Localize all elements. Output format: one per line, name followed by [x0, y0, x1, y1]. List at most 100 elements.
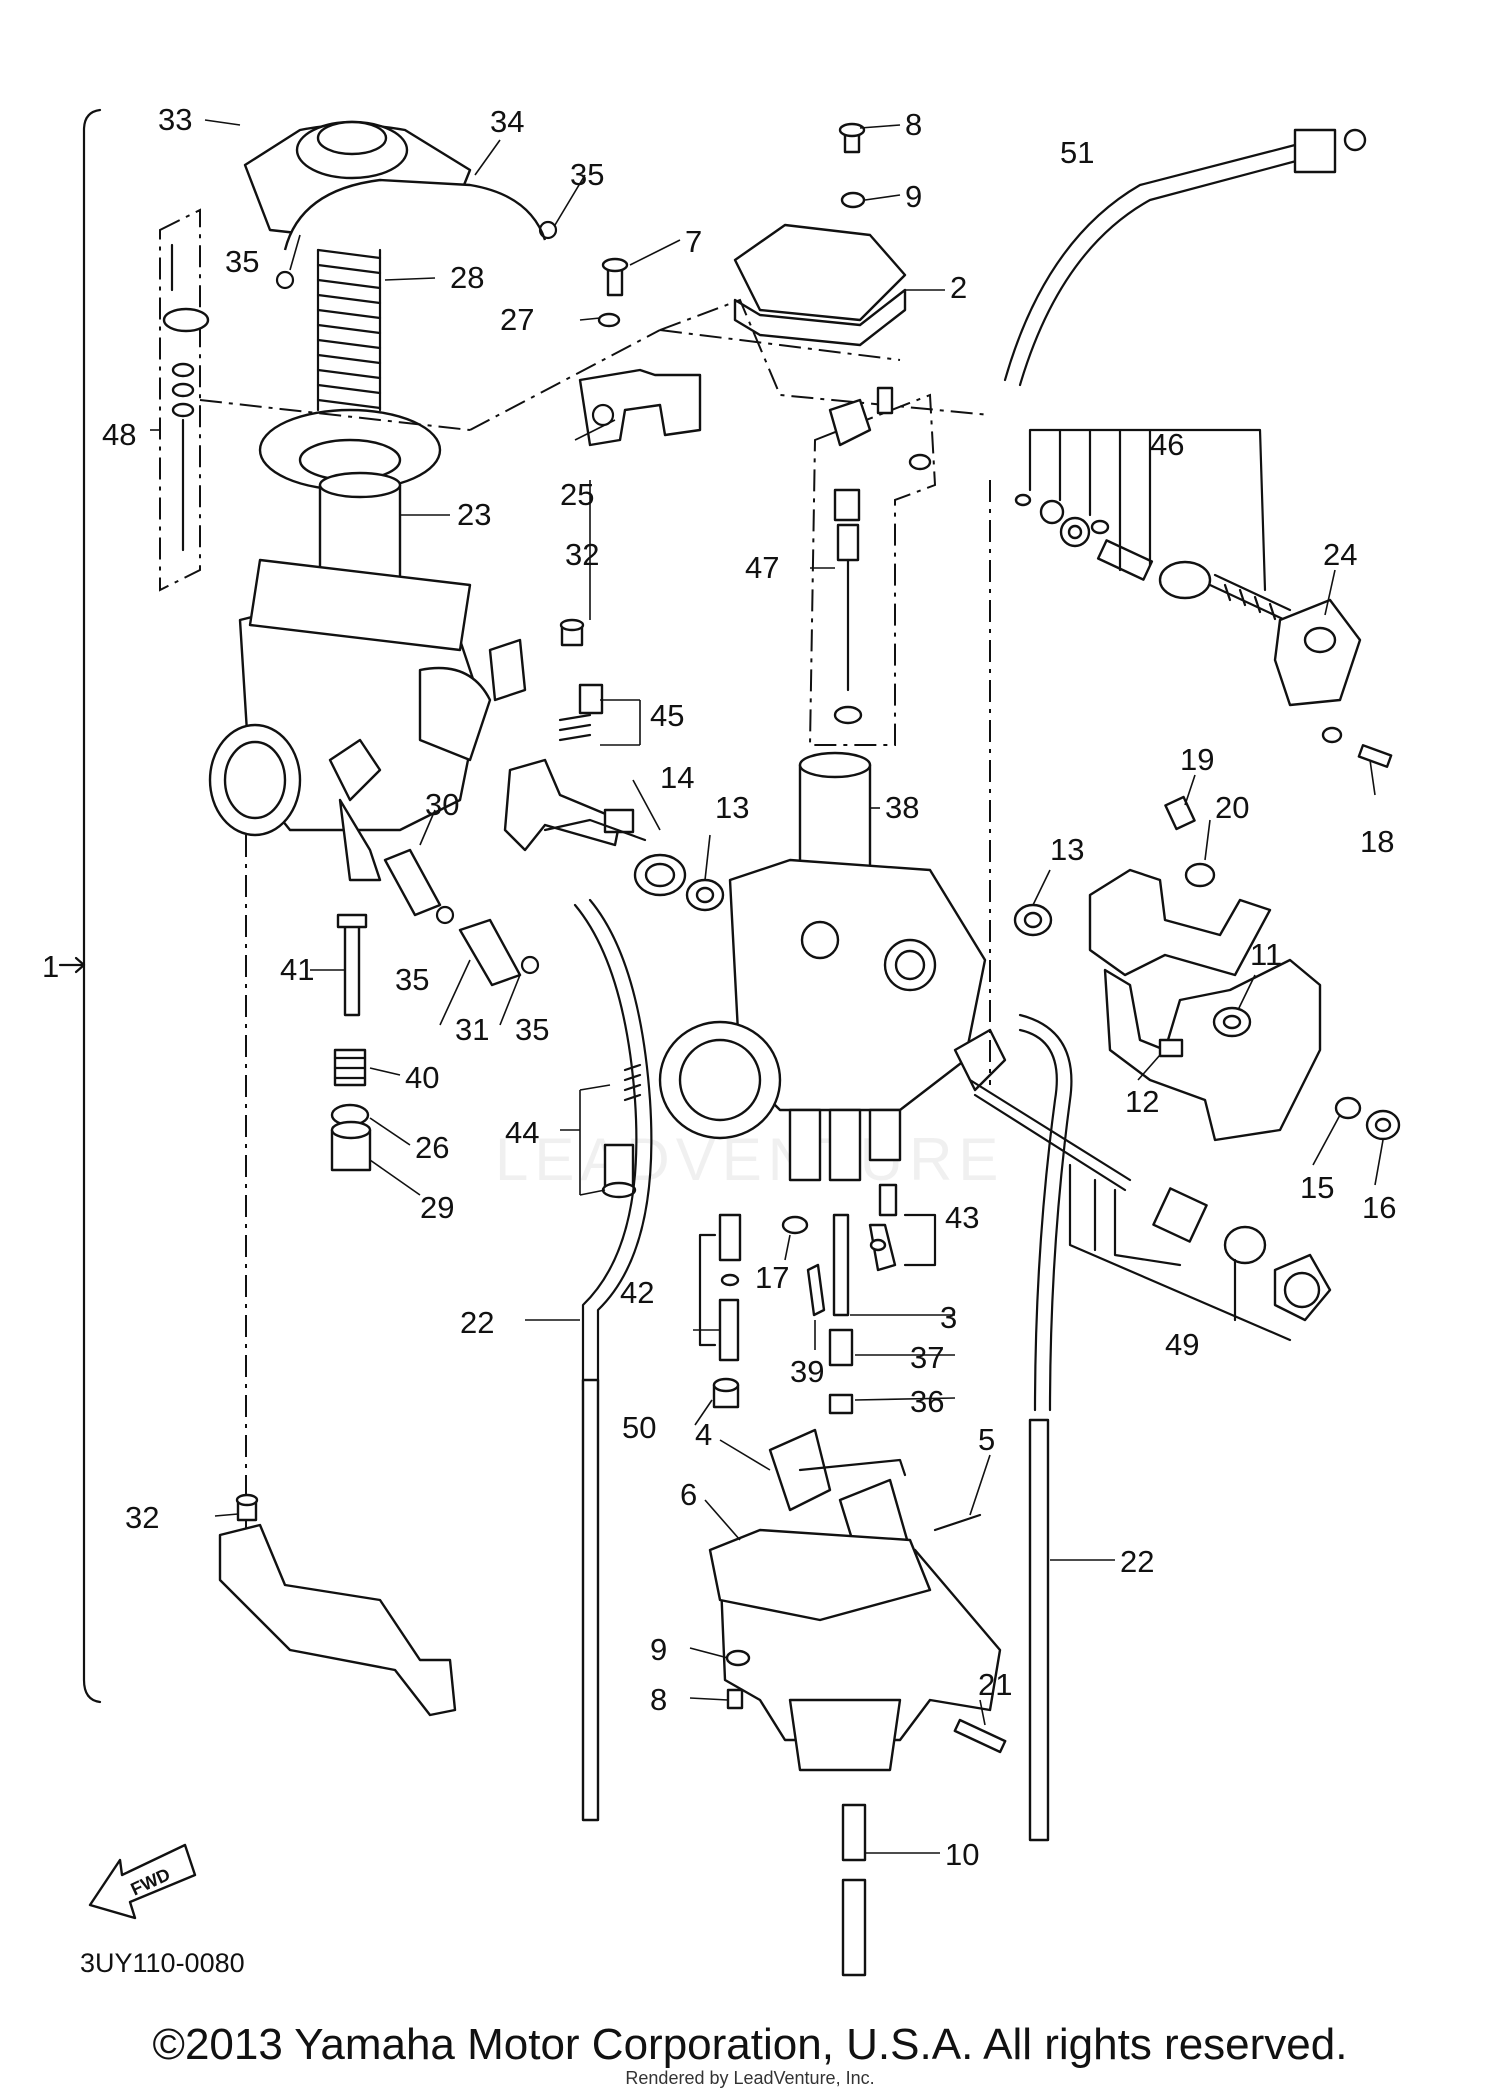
callout-6: 6	[680, 1477, 697, 1512]
callout-48: 48	[102, 417, 136, 452]
callout-40: 40	[405, 1060, 439, 1095]
callout-42: 42	[620, 1275, 654, 1310]
hose-10-part	[841, 1803, 867, 1977]
pilot-screw-39-part	[806, 1263, 826, 1317]
callout-32: 32	[125, 1500, 159, 1535]
screw-7-part	[601, 257, 629, 297]
screw-41-part	[336, 913, 368, 1017]
hose-22-right-part	[1018, 1013, 1073, 1842]
nut-20-part	[1184, 862, 1216, 888]
leader-line	[543, 818, 647, 842]
callout-47: 47	[745, 550, 779, 585]
callout-45: 45	[650, 698, 684, 733]
screw-32-part	[235, 1493, 259, 1522]
screw-9-lower-part	[725, 1649, 751, 1667]
leader-lines	[150, 119, 1384, 1854]
callout-44: 44	[505, 1115, 539, 1150]
callout-12: 12	[1125, 1084, 1159, 1119]
callout-14: 14	[660, 760, 694, 795]
choke-plunger-part	[968, 1078, 1332, 1322]
bracket-plate-part	[1088, 868, 1322, 1142]
carburetor-body-left	[208, 558, 492, 882]
choke-parts-46	[1014, 493, 1292, 622]
callout-22: 22	[1120, 1544, 1154, 1579]
callout-29: 29	[420, 1190, 454, 1225]
washer-15-part	[1334, 1096, 1362, 1120]
callout-27: 27	[500, 302, 534, 337]
mounting-bracket-part	[218, 1523, 457, 1717]
nut-16-part	[1365, 1109, 1401, 1141]
callout-24: 24	[1323, 537, 1357, 572]
callout-35: 35	[570, 157, 604, 192]
callout-32: 32	[565, 537, 599, 572]
callout-49: 49	[1165, 1327, 1199, 1362]
callout-41: 41	[280, 952, 314, 987]
callout-17: 17	[755, 1260, 789, 1295]
callout-21: 21	[978, 1667, 1012, 1702]
callout-31: 31	[455, 1012, 489, 1047]
lever-25-part	[578, 368, 702, 447]
bushing-13-right-part	[1013, 903, 1053, 937]
watermark: LEADVENTURE	[495, 1126, 1004, 1193]
callout-51: 51	[1060, 135, 1094, 170]
callout-35: 35	[395, 962, 429, 997]
callout-8: 8	[905, 107, 922, 142]
clip-parts	[275, 220, 558, 975]
screw-12-part	[1158, 1038, 1184, 1058]
callout-15: 15	[1300, 1170, 1334, 1205]
callout-20: 20	[1215, 790, 1249, 825]
callout-26: 26	[415, 1130, 449, 1165]
washer-9-top-part	[840, 191, 866, 209]
drain-screw-21-part	[953, 1718, 1007, 1754]
copyright-notice: ©2013 Yamaha Motor Corporation, U.S.A. A…	[152, 2020, 1348, 2069]
hose-31-part	[458, 918, 522, 987]
screw-8-top-part	[838, 122, 866, 154]
callout-30: 30	[425, 787, 459, 822]
callout-35: 35	[515, 1012, 549, 1047]
diaphragm-part	[258, 408, 442, 492]
callout-36: 36	[910, 1384, 944, 1419]
plug-50-part	[712, 1377, 740, 1409]
callout-11: 11	[1250, 937, 1282, 972]
callout-4: 4	[695, 1417, 712, 1452]
screw-18-part	[1357, 744, 1393, 768]
spring-part	[316, 248, 382, 412]
needle-set-part	[159, 208, 210, 592]
callout-37: 37	[910, 1340, 944, 1375]
callout-38: 38	[885, 790, 919, 825]
breather-hose-part	[283, 178, 547, 251]
needle-jet-3-part	[832, 1213, 850, 1317]
throttle-shaft-part	[503, 758, 635, 852]
valve-set-47-part	[808, 386, 937, 746]
screw-19-part	[1164, 795, 1196, 831]
callout-35: 35	[225, 244, 259, 279]
callout-7: 7	[685, 224, 702, 259]
callout-16: 16	[1362, 1190, 1396, 1225]
cover-2-part	[733, 223, 907, 347]
callout-19: 19	[1180, 742, 1214, 777]
plug-29-part	[330, 1120, 372, 1172]
callout-13: 13	[1050, 832, 1084, 867]
callout-23: 23	[457, 497, 491, 532]
cable-51-part	[1003, 128, 1367, 387]
callout-9: 9	[650, 1632, 667, 1667]
callout-50: 50	[622, 1410, 656, 1445]
carburetor-body-main	[658, 751, 1007, 1182]
washer-11-part	[1212, 1006, 1252, 1038]
callout-46: 46	[1150, 427, 1184, 462]
plate-part	[488, 638, 527, 702]
assembly-bracket	[58, 108, 102, 1704]
callout-43: 43	[945, 1200, 979, 1235]
hose-30-part	[383, 848, 442, 917]
diagram-code: 3UY110-0080	[80, 1948, 245, 1978]
plug-36-part	[828, 1393, 854, 1415]
hose-22-left-part	[573, 898, 653, 1822]
screw-8-lower-part	[726, 1688, 744, 1710]
leader-line	[1028, 428, 1267, 592]
pin-5-part	[933, 1513, 982, 1532]
callout-numbers: 33 34 35 35 28 8 9 7 2 51 27 48 25 46 23…	[102, 102, 1396, 1872]
callout-8: 8	[650, 1682, 667, 1717]
fwd-arrow-icon: FWD	[88, 1843, 197, 1920]
callout-28: 28	[450, 260, 484, 295]
